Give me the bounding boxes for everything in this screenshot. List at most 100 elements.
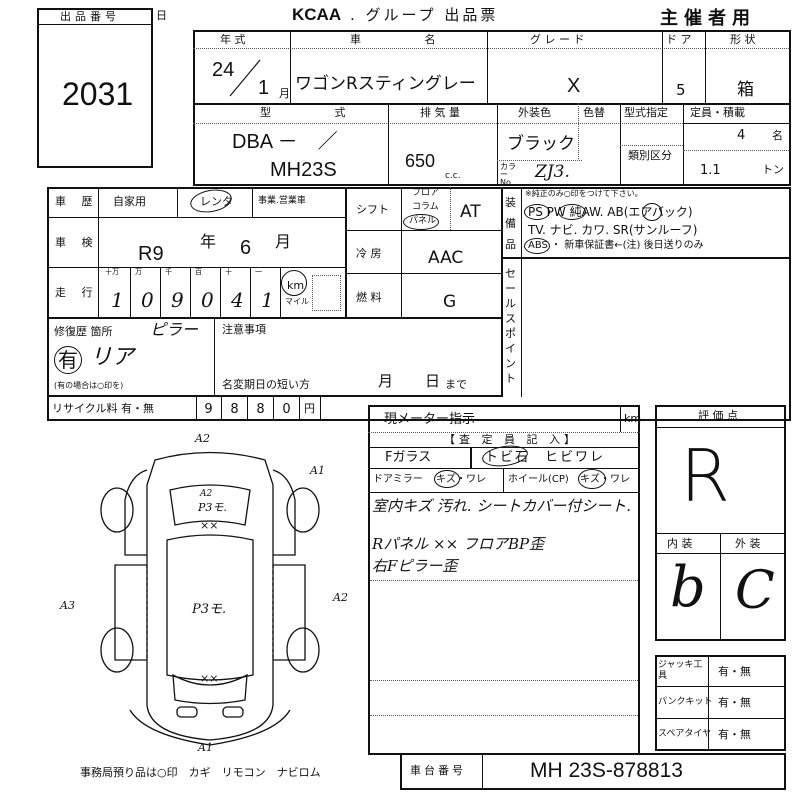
sales-point-label: セールスポイント [505, 267, 516, 385]
mark-right-front: A1 [310, 464, 325, 477]
shift-column: コラム [412, 202, 439, 212]
mark-left: A3 [60, 599, 75, 612]
divider [368, 468, 640, 469]
repair-kit-label: パンクキット [658, 697, 713, 707]
year-label: 年 式 [220, 33, 246, 46]
lot-box [37, 8, 153, 168]
inspector-label: 【査 定 員 記 入】 [444, 433, 579, 446]
divider [196, 397, 197, 421]
divider [503, 468, 504, 492]
vehicle-table [193, 30, 791, 186]
color-no-label: カラー No. [500, 162, 516, 187]
caution-day: 日 [425, 372, 441, 390]
grade-value: X [567, 75, 581, 97]
history-commercial: 事業.営業車 [258, 196, 306, 206]
circle-mark [54, 346, 82, 374]
meter-label: 現メーター指示 [384, 412, 476, 427]
mark-roof: A2 [200, 489, 213, 499]
divider [368, 447, 640, 448]
copy-label: 主催者用 [660, 8, 756, 29]
divider [683, 103, 684, 186]
chassis-label: 車台番号 [410, 764, 466, 777]
divider [705, 30, 706, 103]
recycle-fee: 9 8 8 0 [196, 397, 300, 421]
ac-value: AAC [428, 248, 464, 268]
model-prefix: DBA － ／ [232, 131, 338, 153]
capacity-unit: 名 [772, 129, 783, 142]
spare-tire-label: スペアタイヤ [658, 729, 712, 739]
divider [497, 160, 582, 161]
spare-tire-value: 有・無 [718, 728, 751, 741]
mirror-options: キズ・ワレ [436, 474, 486, 485]
windshield-options: トビ石 ヒビワレ [485, 450, 606, 465]
inspector-note: 右Fピラー歪 [372, 557, 458, 575]
type-designation-label: 型式指定 [624, 106, 668, 119]
divider [497, 103, 498, 186]
mark-body: P3モ. [192, 602, 227, 617]
equipment-line1: PS PW 純AW. AB(エアバック) [528, 205, 693, 219]
divider [655, 686, 786, 687]
category-label: 類別区分 [628, 149, 672, 162]
displacement-label: 排 気 量 [420, 106, 460, 119]
jack-value: 有・無 [718, 665, 751, 678]
name-label: 車 名 [350, 33, 466, 46]
grade-label: 評 価 点 [698, 409, 738, 422]
divider [720, 533, 721, 641]
circle-mark [524, 238, 550, 254]
exterior-label: 外 装 [735, 537, 761, 550]
lot-number: 2031 [62, 76, 134, 112]
cc-unit: c.c. [445, 171, 461, 181]
load-value: 1.1 [700, 163, 721, 178]
model-value: MH23S [270, 159, 337, 181]
equipment-line2: TV. ナビ. カワ. SR(サンルーフ) [528, 223, 698, 237]
meter-unit: km [624, 412, 642, 425]
digit-header: 十万 [105, 268, 119, 276]
fee-digit: 8 [248, 397, 274, 421]
body-value: 箱 [737, 80, 754, 100]
mark-roof-type: P3モ. [198, 501, 227, 514]
color-label: 外装色 [518, 106, 551, 119]
divider [370, 580, 638, 581]
interior-grade: b [670, 555, 706, 620]
divider [345, 273, 501, 274]
digit-header: 千 [165, 268, 172, 276]
exterior-grade: C [735, 561, 775, 621]
capacity-value: 4 [737, 128, 746, 143]
circle-mark [524, 204, 550, 220]
divider [368, 432, 640, 433]
divider [655, 718, 786, 719]
equipment-line3: ABS ・ 新車保証書←(注) 後日送りのみ [528, 240, 704, 251]
divider [368, 492, 640, 493]
digit: 0 [141, 288, 154, 312]
accessories-table [655, 655, 786, 751]
car-diagram [100, 451, 320, 746]
divider [193, 123, 683, 124]
divider [47, 217, 345, 218]
body-label: 形 状 [730, 33, 756, 46]
divider [450, 187, 451, 230]
yen-unit: 円 [304, 402, 315, 415]
car-name: ワゴンRスティングレー [295, 74, 476, 94]
fee-digit: 9 [196, 397, 222, 421]
month-value: 1 [258, 77, 270, 99]
recycle-label: リサイクル料 有・無 [52, 402, 154, 415]
inspection-month: 6 [240, 237, 252, 259]
circle-mark [434, 470, 460, 488]
divider [290, 30, 291, 103]
inspection-month-unit: 月 [275, 232, 292, 251]
divider [620, 405, 621, 432]
color-value: ブラック [507, 134, 575, 154]
brand-logo: KCAA [292, 5, 342, 24]
divider [683, 123, 791, 124]
divider [655, 427, 786, 428]
divider [401, 187, 402, 317]
side-mark: 日 [156, 9, 167, 22]
circle-mark [578, 469, 606, 489]
form-title: . グループ 出品票 [350, 6, 499, 24]
digit-header: 百 [195, 268, 202, 276]
office-note: 事務局預り品は○印 カギ リモコン ナビロム [80, 766, 321, 779]
divider [345, 187, 347, 317]
